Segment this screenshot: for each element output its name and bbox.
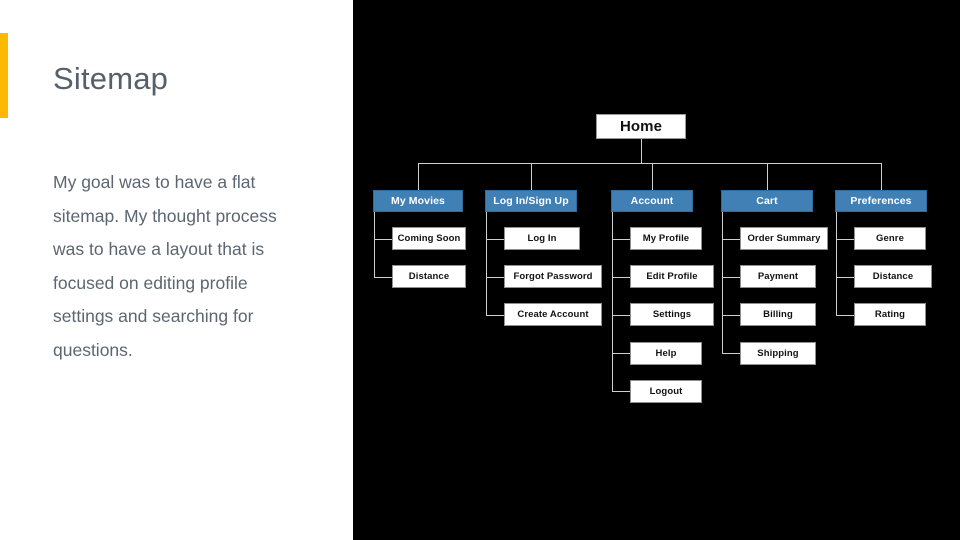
connector-stub-1-0 [486,239,504,240]
node-label: Coming Soon [397,233,461,244]
node-label: Log In/Sign Up [493,195,569,207]
connector-stub-4-0 [836,239,854,240]
connector-stub-2-1 [612,277,630,278]
sitemap-node-rating[interactable]: Rating [854,303,926,326]
node-label: Edit Profile [646,271,698,282]
body-paragraph: My goal was to have a flat sitemap. My t… [53,172,277,360]
node-label: Help [655,348,677,359]
connector-stub-0-1 [374,277,392,278]
node-label: Billing [763,309,793,320]
connector-stub-3-0 [722,239,740,240]
node-label: Account [630,195,674,207]
sitemap-node-settings[interactable]: Settings [630,303,714,326]
connector-stub-2-2 [612,315,630,316]
connector-stub-1-1 [486,277,504,278]
connector-stub-4-1 [836,277,854,278]
connector-spine-3 [722,212,723,354]
connector-stub-2-0 [612,239,630,240]
sitemap-section-my-movies[interactable]: My Movies [373,190,463,212]
connector-spine-1 [486,212,487,315]
sitemap-node-logout[interactable]: Logout [630,380,702,403]
node-label: Payment [757,271,799,282]
node-label: My Profile [642,233,690,244]
connector-stub-3-2 [722,315,740,316]
node-label: Forgot Password [513,271,593,282]
connector-stub-2-4 [612,391,630,392]
node-label: Log In [527,233,557,244]
sitemap-node-edit-profile[interactable]: Edit Profile [630,265,714,288]
sitemap-node-log-in[interactable]: Log In [504,227,580,250]
node-label: Settings [652,309,692,320]
connector-spine-2 [612,212,613,392]
connector-drop-4 [881,163,882,190]
sitemap-node-coming-soon[interactable]: Coming Soon [392,227,466,250]
connector-drop-2 [652,163,653,190]
sitemap-node-forgot-password[interactable]: Forgot Password [504,265,602,288]
connector-stub-4-2 [836,315,854,316]
connector-spine-4 [836,212,837,315]
node-label: Home [619,118,663,135]
connector-drop-1 [531,163,532,190]
sitemap-node-billing[interactable]: Billing [740,303,816,326]
sitemap-section-account[interactable]: Account [611,190,693,212]
accent-bar [0,33,8,118]
node-label: Rating [874,309,906,320]
sitemap-node-genre[interactable]: Genre [854,227,926,250]
sitemap-node-distance[interactable]: Distance [392,265,466,288]
sitemap-section-preferences[interactable]: Preferences [835,190,927,212]
sitemap-node-shipping[interactable]: Shipping [740,342,816,365]
sitemap-section-log-in-sign-up[interactable]: Log In/Sign Up [485,190,577,212]
connector-stub-1-2 [486,315,504,316]
sitemap-node-payment[interactable]: Payment [740,265,816,288]
connector-stub-3-3 [722,353,740,354]
node-label: Logout [649,386,683,397]
connector-spine-0 [374,212,375,277]
connector-drop-3 [767,163,768,190]
page-title: Sitemap [53,61,169,96]
sitemap-node-distance[interactable]: Distance [854,265,932,288]
node-label: Distance [408,271,450,282]
sitemap-node-create-account[interactable]: Create Account [504,303,602,326]
text-panel: Sitemap My goal was to have a flat sitem… [0,0,353,540]
node-label: Distance [872,271,914,282]
connector-bus [418,163,881,164]
node-label: Create Account [517,309,589,320]
sitemap-node-help[interactable]: Help [630,342,702,365]
sitemap-node-home[interactable]: Home [596,114,686,139]
sitemap-node-my-profile[interactable]: My Profile [630,227,702,250]
connector-stub-2-3 [612,353,630,354]
node-label: Cart [756,195,778,207]
sitemap-node-order-summary[interactable]: Order Summary [740,227,828,250]
node-label: Order Summary [747,233,821,244]
connector-root-stem [641,139,642,163]
sitemap-section-cart[interactable]: Cart [721,190,813,212]
node-label: Shipping [757,348,799,359]
connector-stub-0-0 [374,239,392,240]
connector-drop-0 [418,163,419,190]
connector-stub-3-1 [722,277,740,278]
node-label: My Movies [391,195,445,207]
node-label: Preferences [850,195,912,207]
node-label: Genre [876,233,904,244]
